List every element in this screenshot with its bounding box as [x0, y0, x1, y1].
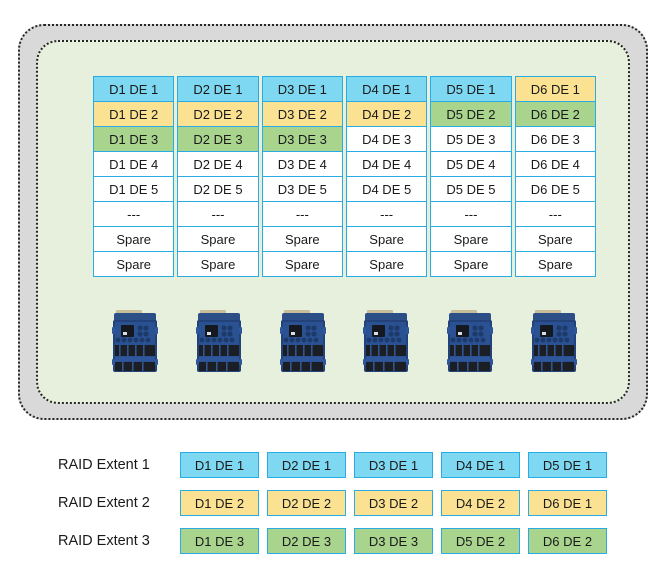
disk-extent-cell[interactable]: Spare — [93, 226, 175, 252]
drive-slot — [177, 307, 261, 377]
drive-icon-d1 — [110, 307, 160, 377]
legend-extent-cell[interactable]: D2 DE 3 — [267, 528, 346, 554]
disk-extent-cell[interactable]: D4 DE 4 — [345, 151, 428, 177]
disk-extent-cell[interactable]: D3 DE 3 — [261, 126, 343, 152]
legend-cells: D1 DE 3 D2 DE 3 D3 DE 3 D5 DE 2 D6 DE 2 — [180, 528, 607, 554]
disk-extent-cell[interactable]: D3 DE 1 — [261, 76, 343, 102]
disk-extent-cell[interactable]: D2 DE 1 — [177, 76, 259, 102]
disk-extent-cell[interactable]: D1 DE 2 — [93, 101, 175, 127]
disk-extent-cell[interactable]: D6 DE 5 — [514, 176, 596, 202]
disk-extent-cell[interactable]: D1 DE 3 — [93, 126, 175, 152]
disk-extent-cell[interactable]: Spare — [345, 251, 428, 277]
disk-extent-cell[interactable]: D4 DE 3 — [345, 126, 428, 152]
disk-extent-cell[interactable]: D1 DE 5 — [93, 176, 175, 202]
disk-extent-cell[interactable]: Spare — [345, 226, 428, 252]
disk-extent-cell[interactable]: D5 DE 1 — [430, 76, 512, 102]
drive-icon-d4 — [361, 307, 411, 377]
disk-extent-cell[interactable]: --- — [177, 201, 259, 227]
disk-extent-cell[interactable]: D2 DE 2 — [177, 101, 259, 127]
drive-slot — [428, 307, 512, 377]
disk-extent-cell[interactable]: Spare — [261, 251, 343, 277]
disk-extent-cell[interactable]: D3 DE 2 — [261, 101, 343, 127]
legend-extent-cell[interactable]: D3 DE 2 — [354, 490, 433, 516]
disk-extent-cell[interactable]: D3 DE 5 — [261, 176, 343, 202]
disk-extent-cell[interactable]: D2 DE 4 — [177, 151, 259, 177]
disk-extent-cell[interactable]: D4 DE 1 — [345, 76, 428, 102]
legend-row: RAID Extent 1 D1 DE 1 D2 DE 1 D3 DE 1 D4 DE … — [58, 452, 618, 478]
disk-extent-cell[interactable]: --- — [261, 201, 343, 227]
drive-icon-d3 — [278, 307, 328, 377]
disk-extent-cell[interactable]: D5 DE 2 — [430, 101, 512, 127]
legend-extent-cell[interactable]: D3 DE 3 — [354, 528, 433, 554]
legend-label: RAID Extent 1 — [58, 457, 150, 473]
disk-extent-cell[interactable]: D4 DE 2 — [345, 101, 428, 127]
disk-extent-cell[interactable]: D1 DE 1 — [93, 76, 175, 102]
disk-extent-cell[interactable]: D2 DE 3 — [177, 126, 259, 152]
legend-extent-cell[interactable]: D6 DE 1 — [528, 490, 607, 516]
legend-cells: D1 DE 2 D2 DE 2 D3 DE 2 D4 DE 2 D6 DE 1 — [180, 490, 607, 516]
disk-extent-cell[interactable]: D4 DE 5 — [345, 176, 428, 202]
disk-extent-cell[interactable]: --- — [93, 201, 175, 227]
legend-row: RAID Extent 3 D1 DE 3 D2 DE 3 D3 DE 3 D5 DE … — [58, 528, 618, 554]
physical-drives-row — [93, 307, 596, 377]
legend-extent-cell[interactable]: D2 DE 2 — [267, 490, 346, 516]
legend-extent-cell[interactable]: D3 DE 1 — [354, 452, 433, 478]
disk-extent-cell[interactable]: --- — [430, 201, 512, 227]
raid-extent-legend: RAID Extent 1 D1 DE 1 D2 DE 1 D3 DE 1 D4 DE … — [58, 452, 618, 554]
disk-extent-cell[interactable]: Spare — [93, 251, 175, 277]
disk-extent-cell[interactable]: D6 DE 4 — [514, 151, 596, 177]
disk-extent-cell[interactable]: D1 DE 4 — [93, 151, 175, 177]
legend-extent-cell[interactable]: D2 DE 1 — [267, 452, 346, 478]
disk-extent-cell[interactable]: D5 DE 4 — [430, 151, 512, 177]
disk-extent-cell[interactable]: D2 DE 5 — [177, 176, 259, 202]
legend-extent-cell[interactable]: D1 DE 1 — [180, 452, 259, 478]
legend-label: RAID Extent 2 — [58, 495, 150, 511]
legend-label: RAID Extent 3 — [58, 533, 150, 549]
legend-extent-cell[interactable]: D4 DE 2 — [441, 490, 520, 516]
disk-extent-cell[interactable]: Spare — [430, 251, 512, 277]
legend-extent-cell[interactable]: D5 DE 2 — [441, 528, 520, 554]
legend-cells: D1 DE 1 D2 DE 1 D3 DE 1 D4 DE 1 D5 DE 1 — [180, 452, 607, 478]
disk-extent-cell[interactable]: Spare — [177, 251, 259, 277]
disk-extent-cell[interactable]: D6 DE 3 — [514, 126, 596, 152]
legend-extent-cell[interactable]: D1 DE 3 — [180, 528, 259, 554]
disk-extent-cell[interactable]: Spare — [177, 226, 259, 252]
disk-extent-cell[interactable]: Spare — [261, 226, 343, 252]
drive-icon-d5 — [445, 307, 495, 377]
disk-extent-cell[interactable]: D6 DE 1 — [514, 76, 596, 102]
legend-extent-cell[interactable]: D4 DE 1 — [441, 452, 520, 478]
disk-extent-cell[interactable]: D3 DE 4 — [261, 151, 343, 177]
disk-extent-cell[interactable]: --- — [514, 201, 596, 227]
disk-extent-cell[interactable]: Spare — [514, 251, 596, 277]
legend-row: RAID Extent 2 D1 DE 2 D2 DE 2 D3 DE 2 D4 DE … — [58, 490, 618, 516]
drive-slot — [261, 307, 345, 377]
disk-extent-cell[interactable]: --- — [345, 201, 428, 227]
legend-extent-cell[interactable]: D6 DE 2 — [528, 528, 607, 554]
drive-icon-d2 — [194, 307, 244, 377]
drive-slot — [512, 307, 596, 377]
drive-icon-d6 — [529, 307, 579, 377]
legend-extent-cell[interactable]: D5 DE 1 — [528, 452, 607, 478]
disk-extent-cell[interactable]: Spare — [514, 226, 596, 252]
disk-extent-cell[interactable]: Spare — [430, 226, 512, 252]
drive-slot — [93, 307, 177, 377]
drive-slot — [344, 307, 428, 377]
disk-extent-cell[interactable]: D5 DE 5 — [430, 176, 512, 202]
legend-extent-cell[interactable]: D1 DE 2 — [180, 490, 259, 516]
disk-extent-cell[interactable]: D5 DE 3 — [430, 126, 512, 152]
disk-extent-cell[interactable]: D6 DE 2 — [514, 101, 596, 127]
